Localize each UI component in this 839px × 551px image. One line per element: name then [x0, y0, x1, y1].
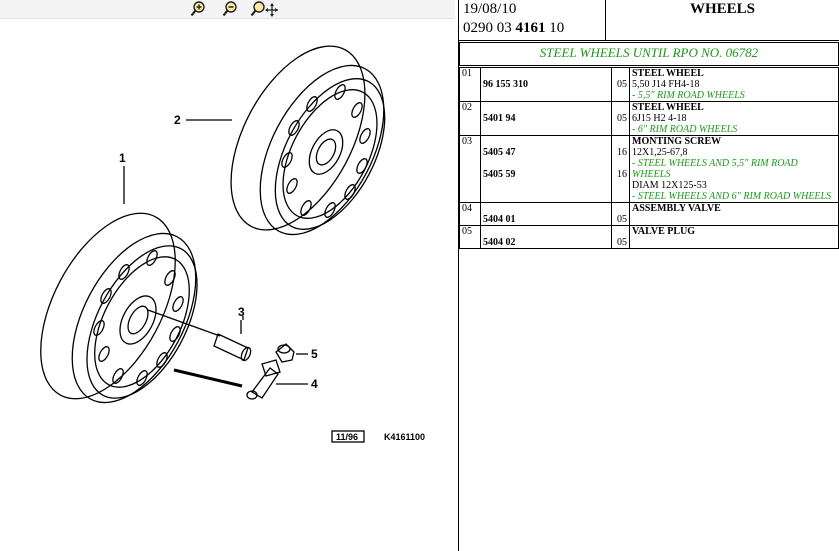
spacer — [614, 158, 627, 169]
part-spec: DIAM 12X125-53 — [632, 180, 707, 191]
callout-5: 5 — [311, 347, 318, 361]
part-description: STEEL WHEEL — [632, 68, 704, 79]
header-divider — [605, 0, 606, 40]
part-spec: 6J15 H2 4-18 — [632, 113, 687, 124]
spacer — [483, 68, 609, 79]
callout-3: 3 — [238, 305, 245, 319]
callout-4: 4 — [311, 377, 318, 391]
spacer — [614, 68, 627, 79]
part-description: VALVE PLUG — [632, 226, 696, 237]
application-note: - 5,5" RIM ROAD WHEELS — [632, 90, 745, 101]
assembly-valve-drawing — [173, 359, 281, 400]
pane-divider — [458, 0, 459, 551]
parts-pane: 19/08/10 0290 03 4161 10 WHEELS STEEL WH… — [459, 0, 839, 551]
steel-wheel-rear — [230, 45, 386, 236]
description-cell: ASSEMBLY VALVE — [629, 202, 839, 226]
diagram-ref-tag: K4161100 — [384, 432, 425, 442]
catalog-reference: 0290 03 4161 10 — [463, 20, 564, 37]
part-description: MONTING SCREW — [632, 136, 722, 147]
application-note: - 6" RIM ROAD WHEELS — [632, 124, 738, 135]
spacer — [614, 203, 627, 214]
zoom-in-icon[interactable] — [190, 1, 206, 17]
spacer — [483, 136, 609, 147]
part-spec: 12X1,25-67,8 — [632, 147, 688, 158]
part-spec: 5,50 J14 FH4-18 — [632, 79, 700, 90]
quantity: 05 — [617, 237, 627, 248]
item-index: 05 — [459, 225, 481, 249]
spacer — [483, 180, 609, 191]
part-number[interactable]: 5401 94 — [483, 113, 516, 124]
spacer — [614, 226, 627, 237]
zoom-out-icon[interactable] — [222, 1, 238, 17]
ref-suffix: 10 — [545, 20, 565, 36]
quantity: 16 — [617, 169, 627, 180]
part-ref-cell: 5404 02 — [480, 225, 612, 249]
part-number[interactable]: 5404 01 — [483, 214, 516, 225]
spacer — [483, 90, 609, 101]
catalog-date: 19/08/10 — [463, 1, 517, 17]
ref-prefix: 0290 03 — [463, 20, 516, 36]
quantity: 05 — [617, 214, 627, 225]
item-index: 02 — [459, 101, 481, 136]
spacer — [483, 158, 609, 169]
spacer — [614, 102, 627, 113]
part-ref-cell: 5404 01 — [480, 202, 612, 226]
quantity-cell: 05 — [611, 67, 630, 102]
quantity-cell: 05 — [611, 225, 630, 249]
spacer — [614, 124, 627, 135]
part-ref-cell: 5405 47 5405 59 — [480, 135, 612, 203]
ref-bold: 4161 — [515, 20, 546, 36]
mounting-screw-drawing — [147, 309, 252, 362]
pan-zoom-icon[interactable] — [250, 1, 278, 17]
quantity-cell: 05 — [611, 101, 630, 136]
spacer — [614, 180, 627, 191]
spacer — [483, 124, 609, 135]
quantity: 05 — [617, 79, 627, 90]
part-description: STEEL WHEEL — [632, 102, 704, 113]
diagram-date-tag: 11/96 — [336, 432, 358, 442]
callout-2: 2 — [174, 113, 181, 127]
spacer — [483, 102, 609, 113]
part-number[interactable]: 5404 02 — [483, 237, 516, 248]
application-note: - STEEL WHEELS AND 5,5" RIM ROAD WHEELS — [632, 158, 798, 180]
part-number[interactable]: 5405 59 — [483, 169, 516, 180]
part-ref-cell: 96 155 310 — [480, 67, 612, 102]
diagram-pane: 1 2 3 4 5 11/96 K4161100 — [0, 0, 455, 443]
spacer — [483, 203, 609, 214]
valve-plug-drawing — [275, 343, 295, 363]
item-index: 03 — [459, 135, 481, 203]
part-number[interactable]: 5405 47 — [483, 147, 516, 158]
callout-1: 1 — [119, 151, 126, 165]
zoom-toolbar — [0, 0, 455, 19]
header-rule — [459, 40, 839, 41]
spacer — [483, 226, 609, 237]
section-title: STEEL WHEELS UNTIL RPO NO. 06782 — [459, 42, 839, 66]
application-note: - STEEL WHEELS AND 6" RIM ROAD WHEELS — [632, 191, 832, 202]
quantity: 16 — [617, 147, 627, 158]
spacer — [614, 90, 627, 101]
page-title: WHEELS — [689, 1, 756, 17]
description-cell: VALVE PLUG — [629, 225, 839, 249]
spacer — [614, 136, 627, 147]
part-description: ASSEMBLY VALVE — [632, 203, 721, 214]
quantity-cell: 05 — [611, 202, 630, 226]
item-index: 01 — [459, 67, 481, 102]
part-number[interactable]: 96 155 310 — [483, 79, 528, 90]
exploded-wheel-diagram: 1 2 3 4 5 11/96 K4161100 — [40, 45, 425, 443]
part-ref-cell: 5401 94 — [480, 101, 612, 136]
item-index: 04 — [459, 202, 481, 226]
quantity: 05 — [617, 113, 627, 124]
steel-wheel-front — [40, 212, 198, 404]
